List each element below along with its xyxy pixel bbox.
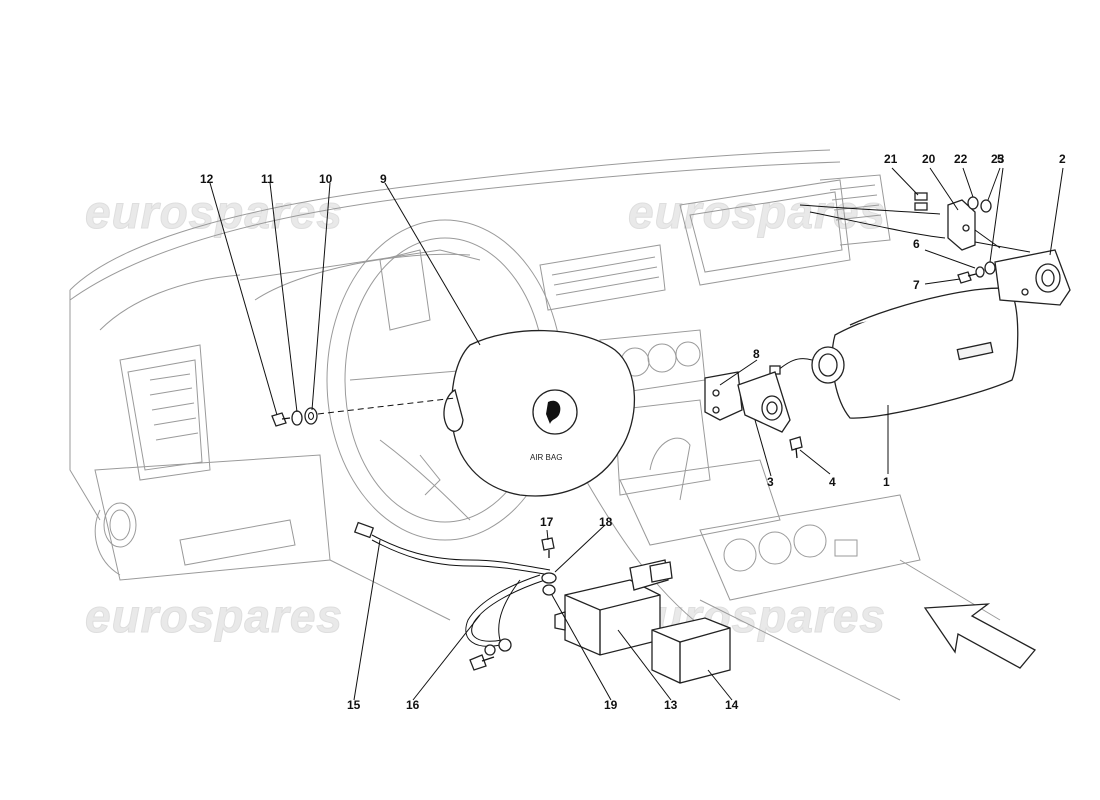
unit-fasteners	[541, 537, 557, 596]
callout-9: 9	[380, 172, 387, 186]
part-box	[651, 617, 731, 684]
steering-fasteners	[271, 397, 456, 427]
driver-airbag-module: AIR BAG	[443, 329, 636, 497]
callout-6: 6	[913, 237, 920, 251]
callout-11: 11	[261, 172, 274, 186]
callout-5: 5	[997, 152, 1004, 166]
callout-1: 1	[883, 475, 890, 489]
callout-numbers: 1 2 3 4 5 6 7 8 9 10 11 12 13 14 15 16 1…	[200, 152, 1066, 712]
watermark-top-left: eurospares	[85, 186, 343, 238]
callout-4: 4	[829, 475, 836, 489]
callout-19: 19	[604, 698, 618, 712]
callout-14: 14	[725, 698, 739, 712]
passenger-bracket-left	[704, 371, 803, 459]
callout-16: 16	[406, 698, 420, 712]
watermark-bottom-left: eurospares	[85, 590, 343, 642]
callout-22: 22	[954, 152, 968, 166]
callout-10: 10	[319, 172, 333, 186]
leader-lines	[209, 167, 1064, 701]
airbag-control-unit	[554, 559, 673, 656]
callout-2: 2	[1059, 152, 1066, 166]
passenger-airbag-module	[769, 287, 1019, 419]
wiring-harness	[353, 521, 551, 671]
callout-23: 23	[991, 152, 1005, 166]
callout-17: 17	[540, 515, 554, 529]
callout-13: 13	[664, 698, 678, 712]
dashboard-outline	[69, 149, 1001, 701]
callout-15: 15	[347, 698, 361, 712]
callout-8: 8	[753, 347, 760, 361]
right-bracket	[994, 249, 1071, 306]
upper-small-parts	[799, 192, 1031, 253]
callout-12: 12	[200, 172, 214, 186]
right-fasteners	[957, 261, 996, 284]
callout-21: 21	[884, 152, 898, 166]
watermark-top-right: eurospares	[628, 186, 886, 238]
callout-18: 18	[599, 515, 613, 529]
callout-3: 3	[767, 475, 774, 489]
direction-arrow	[923, 603, 1037, 669]
callout-7: 7	[913, 278, 920, 292]
airbag-label: AIR BAG	[530, 453, 562, 462]
callout-20: 20	[922, 152, 936, 166]
